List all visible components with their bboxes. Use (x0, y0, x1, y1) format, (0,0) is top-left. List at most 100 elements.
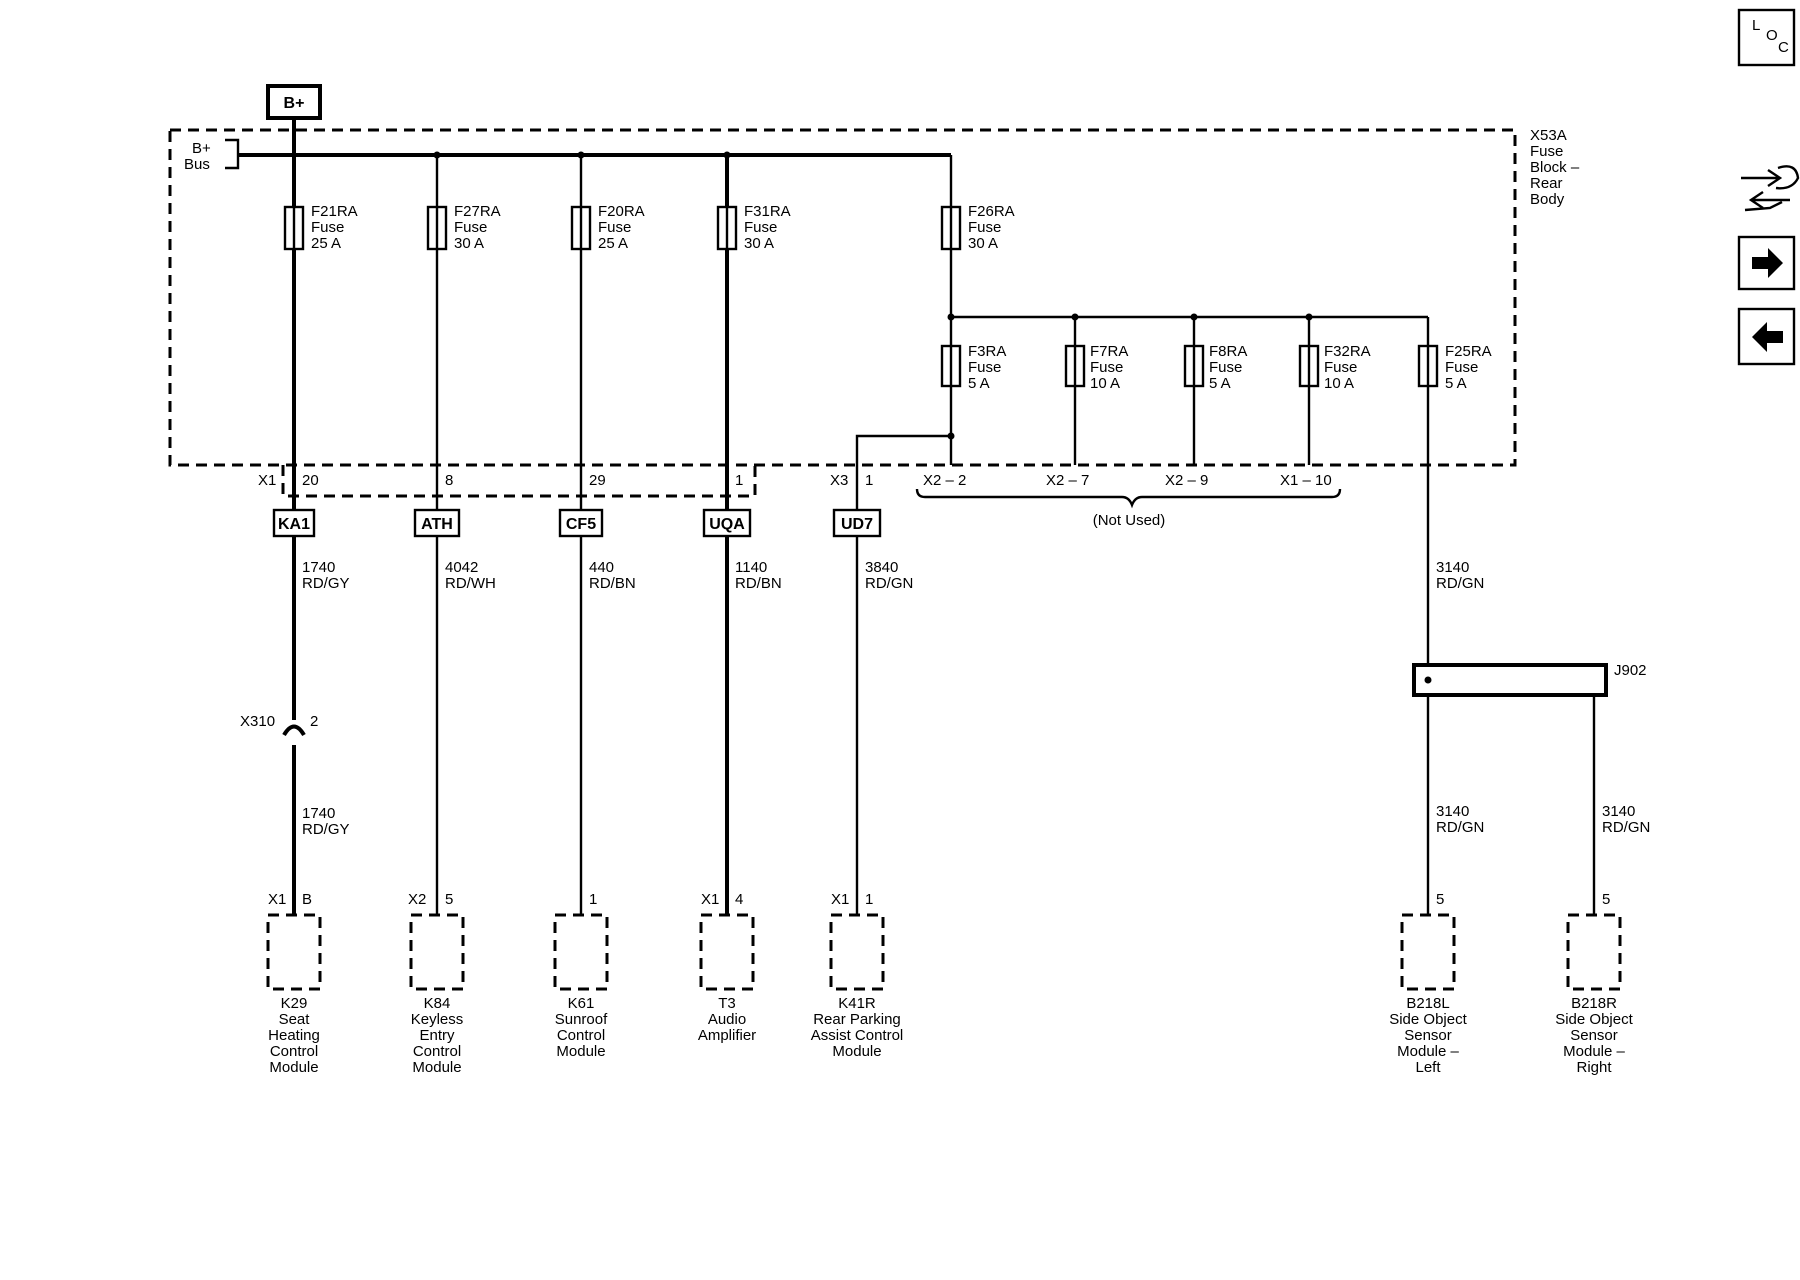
connector-end-view-icon[interactable] (1741, 165, 1800, 212)
svg-text:1140: 1140 (735, 559, 767, 576)
svg-text:Module –: Module – (1397, 1043, 1459, 1060)
wire-b218r (1428, 678, 1596, 915)
svg-text:KA1: KA1 (278, 516, 310, 533)
svg-text:25 A: 25 A (311, 235, 341, 252)
svg-text:4042: 4042 (445, 559, 478, 576)
arrow-left-icon[interactable] (1737, 307, 1796, 366)
svg-text:K61: K61 (568, 995, 595, 1012)
svg-text:4: 4 (735, 891, 743, 908)
svg-text:Amplifier: Amplifier (698, 1027, 756, 1044)
svg-text:20: 20 (302, 472, 319, 489)
svg-text:RD/GN: RD/GN (865, 575, 913, 592)
circuit-code-ka1: KA1 (272, 508, 316, 538)
svg-text:5: 5 (445, 891, 453, 908)
fuse-block-outline (168, 128, 1517, 467)
circuit-code-uqa: UQA (702, 508, 752, 538)
svg-text:1: 1 (865, 891, 873, 908)
svg-text:1: 1 (589, 891, 597, 908)
svg-text:Fuse: Fuse (968, 219, 1001, 236)
svg-text:Fuse: Fuse (1324, 359, 1357, 376)
svg-text:O: O (1766, 27, 1778, 44)
svg-text:F20RA: F20RA (598, 203, 645, 220)
svg-text:Control: Control (270, 1043, 318, 1060)
svg-text:Rear Parking: Rear Parking (813, 1011, 901, 1028)
svg-text:1740: 1740 (302, 559, 335, 576)
svg-text:Control: Control (557, 1027, 605, 1044)
svg-text:Fuse: Fuse (968, 359, 1001, 376)
svg-text:Fuse: Fuse (1530, 143, 1563, 160)
svg-text:RD/BN: RD/BN (589, 575, 636, 592)
svg-text:Control: Control (413, 1043, 461, 1060)
circuit-code-ath: ATH (413, 508, 461, 538)
svg-text:1: 1 (735, 472, 743, 489)
loc-button[interactable]: L O C (1737, 8, 1796, 67)
svg-text:Module: Module (556, 1043, 605, 1060)
svg-text:2: 2 (310, 713, 318, 730)
svg-text:Fuse: Fuse (1445, 359, 1478, 376)
svg-text:F8RA: F8RA (1209, 343, 1247, 360)
junction-dot (947, 313, 955, 321)
svg-text:5 A: 5 A (968, 375, 990, 392)
svg-text:30 A: 30 A (968, 235, 998, 252)
b-plus-supply-label: B+ (284, 95, 305, 112)
module-b218r: B218R Side Object Sensor Module – Right (1555, 913, 1634, 1076)
svg-text:Entry: Entry (419, 1027, 455, 1044)
connector-x3-labels: X3 1 (830, 472, 873, 489)
svg-text:Heating: Heating (268, 1027, 320, 1044)
svg-text:B218L: B218L (1406, 995, 1449, 1012)
svg-text:440: 440 (589, 559, 614, 576)
svg-text:Right: Right (1576, 1059, 1612, 1076)
svg-text:3140: 3140 (1602, 803, 1635, 820)
svg-text:X53A: X53A (1530, 127, 1567, 144)
svg-text:3140: 3140 (1436, 559, 1469, 576)
svg-text:UQA: UQA (709, 516, 745, 533)
svg-text:5: 5 (1436, 891, 1444, 908)
svg-text:F26RA: F26RA (968, 203, 1015, 220)
svg-text:RD/GY: RD/GY (302, 821, 350, 838)
module-k29: K29 Seat Heating Control Module (266, 913, 322, 1076)
module-k84: K84 Keyless Entry Control Module (409, 913, 465, 1076)
svg-text:F7RA: F7RA (1090, 343, 1128, 360)
x1-connector-outline (281, 465, 757, 498)
svg-text:Block –: Block – (1530, 159, 1580, 176)
svg-text:F21RA: F21RA (311, 203, 358, 220)
svg-text:5: 5 (1602, 891, 1610, 908)
arrow-right-icon[interactable] (1737, 235, 1796, 291)
svg-text:CF5: CF5 (566, 516, 596, 533)
svg-text:5 A: 5 A (1209, 375, 1231, 392)
svg-text:Fuse: Fuse (311, 219, 344, 236)
svg-text:Module: Module (832, 1043, 881, 1060)
svg-text:Sensor: Sensor (1570, 1027, 1618, 1044)
svg-text:30 A: 30 A (454, 235, 484, 252)
svg-text:F31RA: F31RA (744, 203, 791, 220)
unused-pin-labels: X2 – 2 X2 – 7 X2 – 9 X1 – 10 (923, 472, 1332, 489)
svg-text:Rear: Rear (1530, 175, 1563, 192)
svg-text:Module –: Module – (1563, 1043, 1625, 1060)
module-k41r: K41R Rear Parking Assist Control Module (811, 913, 903, 1060)
svg-text:Body: Body (1530, 191, 1565, 208)
svg-text:Keyless: Keyless (411, 1011, 464, 1028)
svg-text:1: 1 (865, 472, 873, 489)
connector-x1-labels: X1 20 8 29 1 (258, 472, 743, 489)
bus-label-line1: B+ (192, 140, 211, 157)
svg-text:10 A: 10 A (1090, 375, 1120, 392)
svg-text:25 A: 25 A (598, 235, 628, 252)
svg-text:RD/GN: RD/GN (1436, 575, 1484, 592)
bus-bracket (225, 138, 240, 170)
module-t3: T3 Audio Amplifier (698, 913, 756, 1044)
svg-text:30 A: 30 A (744, 235, 774, 252)
svg-text:X1: X1 (701, 891, 719, 908)
